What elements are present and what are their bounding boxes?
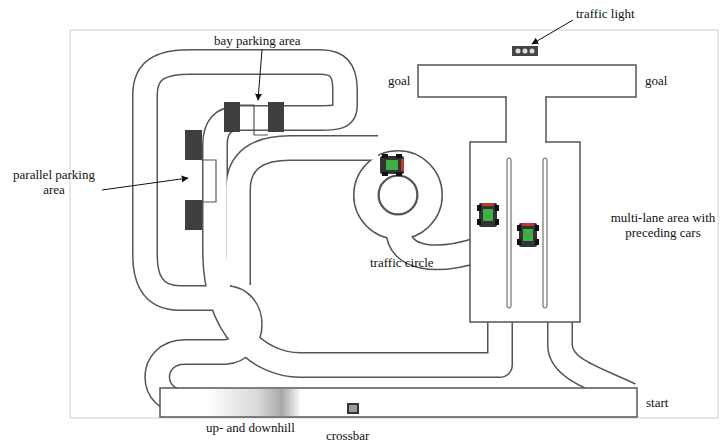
map-label: traffic light xyxy=(576,6,635,21)
goal-bar xyxy=(418,65,636,97)
road-surface xyxy=(145,62,637,402)
parking-block xyxy=(268,102,284,132)
multi-lane-area xyxy=(470,142,580,322)
map-label: multi-lane area with preceding cars xyxy=(604,210,722,240)
crossbar-icon xyxy=(347,403,359,414)
car-icon xyxy=(517,223,539,247)
car-icon xyxy=(380,154,404,176)
car-icon xyxy=(477,203,499,227)
map-label: crossbar xyxy=(326,428,369,443)
lane-divider xyxy=(543,158,547,308)
circle-island xyxy=(379,176,417,214)
map-label: bay parking area xyxy=(214,33,301,48)
map-label: goal xyxy=(388,73,410,88)
goal-stem xyxy=(507,96,545,143)
map-label: start xyxy=(646,395,668,410)
lane-divider xyxy=(507,158,511,308)
start-straight xyxy=(160,388,637,417)
map-label: parallel parking area xyxy=(6,167,102,197)
map-label: goal xyxy=(645,73,667,88)
map-label: up- and downhill xyxy=(206,420,295,435)
parking-block xyxy=(224,102,240,132)
leader-arrow xyxy=(102,20,573,190)
parking-block xyxy=(185,200,202,230)
parking-block xyxy=(185,130,202,160)
hill-section xyxy=(206,389,301,416)
traffic-light xyxy=(512,46,538,56)
road-edge xyxy=(145,62,637,402)
map-label: traffic circle xyxy=(370,255,434,270)
